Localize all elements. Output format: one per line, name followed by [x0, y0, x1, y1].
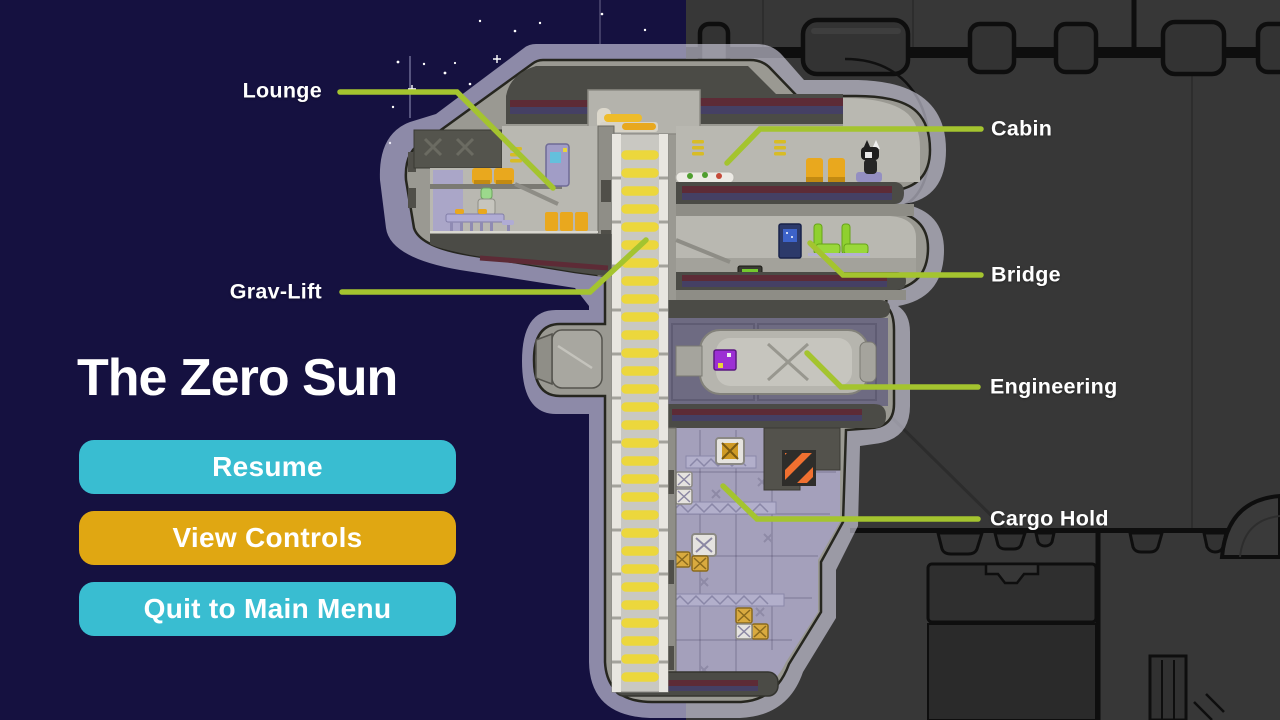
- map-label-grav-lift: Grav-Lift: [229, 279, 322, 304]
- grav-lift-line: [339, 237, 649, 295]
- bridge-line: [807, 240, 984, 278]
- label-lines: [337, 89, 984, 522]
- stars: [388, 12, 647, 145]
- bridge-chairs: [808, 223, 870, 256]
- map-label-engineering: Engineering: [990, 374, 1118, 399]
- cargo-tile-ornaments: [699, 477, 773, 675]
- grav-lift-shaft: [611, 133, 669, 693]
- resume-button[interactable]: Resume: [79, 440, 456, 494]
- ship-name-title: The Zero Sun: [77, 349, 398, 407]
- lounge-line: [337, 89, 556, 191]
- view-controls-button[interactable]: View Controls: [79, 511, 456, 565]
- engineering-line: [804, 350, 981, 390]
- station-brackets: [936, 531, 1228, 556]
- cabin-line: [724, 126, 984, 166]
- map-label-cargo-hold: Cargo Hold: [990, 506, 1109, 531]
- map-label-cabin: Cabin: [991, 116, 1053, 141]
- quit-to-main-menu-button[interactable]: Quit to Main Menu: [79, 582, 456, 636]
- map-label-lounge: Lounge: [242, 78, 322, 103]
- map-label-bridge: Bridge: [991, 262, 1061, 287]
- hazard-stripes: [785, 453, 813, 483]
- cargo-hold-line: [720, 483, 981, 522]
- grav-lift-rungs: [621, 150, 659, 682]
- cargo-crates: [673, 437, 769, 640]
